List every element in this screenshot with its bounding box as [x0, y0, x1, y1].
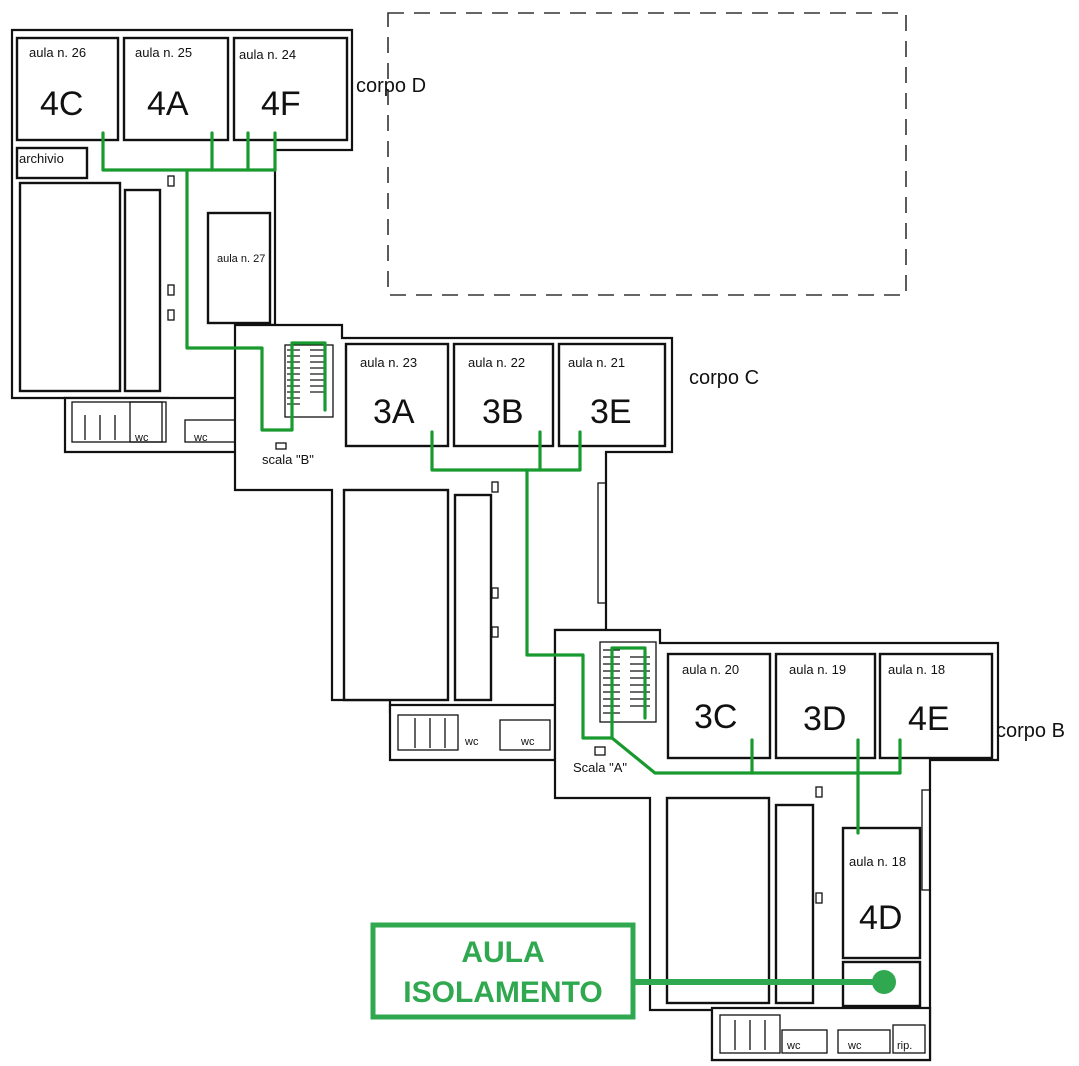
- wc-label-5: wc: [786, 1040, 801, 1052]
- isolation-label-box: [370, 922, 636, 1020]
- room-26-label: aula n. 26: [29, 45, 86, 60]
- wc-label-4: wc: [520, 736, 535, 748]
- wc-label-3: wc: [464, 736, 479, 748]
- room-labels: aula n. 26 4C aula n. 25 4A aula n. 24 4…: [19, 45, 950, 1052]
- stair-b-label: scala "B": [262, 452, 314, 467]
- room-25-label: aula n. 25: [135, 45, 192, 60]
- corpo-d-label: corpo D: [356, 75, 426, 97]
- east-block: [553, 628, 1000, 1062]
- route-central-wing: [430, 430, 582, 472]
- route-north-wing: [101, 131, 277, 172]
- stair-a-label: Scala "A": [573, 760, 627, 775]
- room-23-label: aula n. 23: [360, 355, 417, 370]
- room-27[interactable]: [206, 211, 272, 325]
- room-22[interactable]: [452, 342, 555, 448]
- wc-label-6: wc: [847, 1040, 862, 1052]
- isolation-marker-icon[interactable]: [872, 970, 896, 994]
- hall-central-a: [342, 488, 450, 702]
- room-18-label-b: aula n. 18: [849, 854, 906, 869]
- wc-label-1: wc: [134, 432, 149, 444]
- hall-west-a: [18, 181, 122, 393]
- room-20-label: aula n. 20: [682, 662, 739, 677]
- corpo-c-label: corpo C: [689, 367, 759, 389]
- room-26[interactable]: [15, 36, 120, 142]
- room-25[interactable]: [122, 36, 230, 142]
- corpo-b-label: corpo B: [996, 720, 1065, 742]
- room-18-class-b: 4D: [859, 899, 902, 937]
- archivio-room[interactable]: [15, 146, 89, 180]
- hall-east-b: [774, 803, 815, 1005]
- room-22-class: 3B: [482, 393, 524, 431]
- rip-label: rip.: [897, 1040, 912, 1052]
- west-block: [10, 28, 354, 454]
- isolation-label-line1: AULA: [461, 936, 544, 969]
- room-21-label: aula n. 21: [568, 355, 625, 370]
- isolation-label-line2: ISOLAMENTO: [403, 976, 602, 1009]
- room-23[interactable]: [344, 342, 450, 448]
- room-23-class: 3A: [373, 393, 415, 431]
- evacuation-route: [101, 131, 902, 835]
- room-21-class: 3E: [590, 393, 632, 431]
- corpo-d-outline: [387, 12, 907, 296]
- room-19-label: aula n. 19: [789, 662, 846, 677]
- wc-label-2: wc: [193, 432, 208, 444]
- archivio-label: archivio: [19, 151, 64, 166]
- room-21[interactable]: [557, 342, 667, 448]
- room-24-class: 4F: [261, 85, 301, 123]
- hall-central-b: [453, 493, 493, 702]
- room-18-4d[interactable]: [841, 826, 922, 960]
- route-east-wing: [610, 736, 902, 775]
- room-18-label-a: aula n. 18: [888, 662, 945, 677]
- room-24[interactable]: [232, 36, 349, 142]
- room-22-label: aula n. 22: [468, 355, 525, 370]
- room-20-class: 3C: [694, 698, 737, 736]
- hall-west-b: [123, 188, 162, 393]
- hall-east-a: [665, 796, 771, 1005]
- isolation-callout: AULA ISOLAMENTO: [370, 922, 896, 1020]
- central-block: [233, 323, 674, 762]
- room-27-label: aula n. 27: [217, 253, 265, 265]
- room-19-class: 3D: [803, 700, 846, 738]
- room-24-label: aula n. 24: [239, 47, 296, 62]
- room-26-class: 4C: [40, 85, 83, 123]
- room-18-class-a: 4E: [908, 700, 950, 738]
- room-25-class: 4A: [147, 85, 189, 123]
